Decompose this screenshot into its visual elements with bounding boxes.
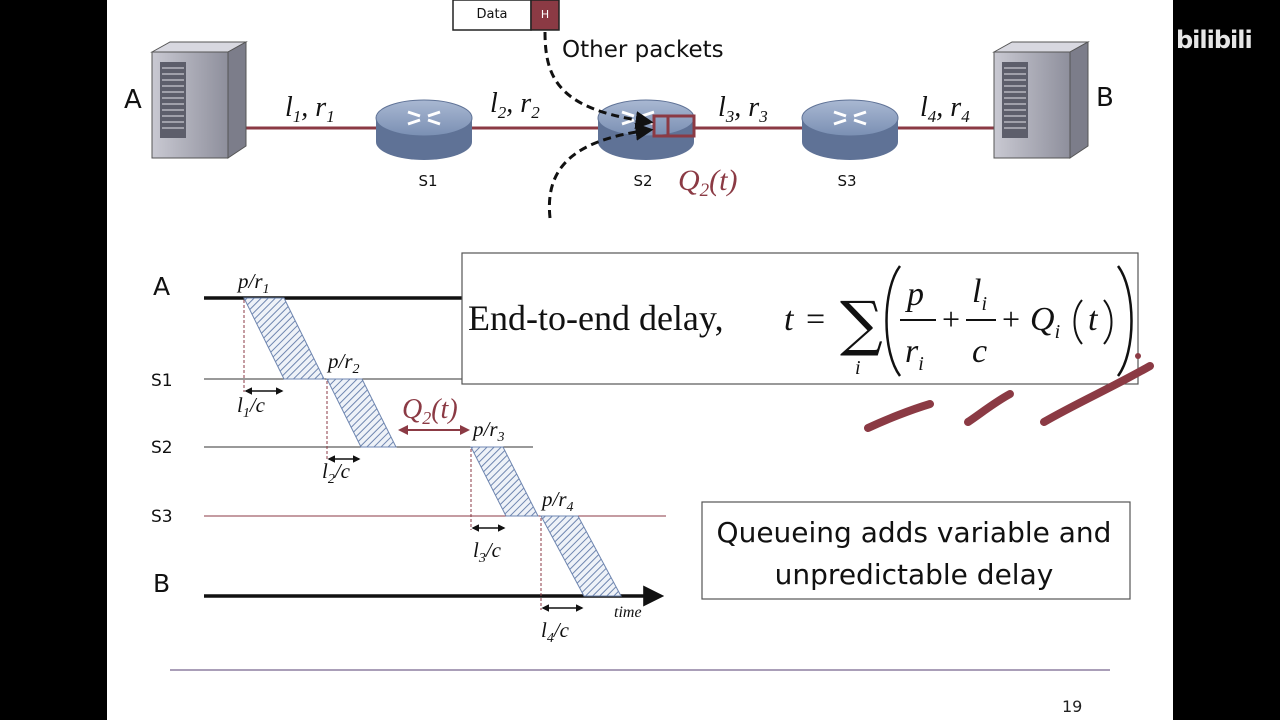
transmission-label-3: p/r3	[471, 417, 505, 445]
propagation-label-2: l2/c	[322, 459, 351, 487]
link-2-label: l2, r2	[490, 88, 540, 122]
queue-term: Qi	[1030, 301, 1060, 343]
formula-t: t	[784, 301, 795, 338]
propagation-label-4: l4/c	[541, 618, 570, 646]
server-a-icon	[150, 41, 248, 159]
transmission-block-2	[326, 378, 397, 448]
frac2-den: c	[972, 333, 987, 370]
switch-s1-label: S1	[418, 172, 437, 190]
slide-canvas: Data H Other packets A B S1 S2 S3 l1, r1…	[124, 0, 1154, 671]
packet-data-label: Data	[476, 7, 507, 22]
router-s3-icon	[801, 99, 899, 160]
queue-label: Q2(t)	[678, 164, 738, 201]
inner-left-paren	[1073, 299, 1083, 345]
formula-box: End-to-end delay, t = ∑ i p ri + li c + …	[461, 252, 1139, 385]
callout-line-2: unpredictable delay	[775, 558, 1054, 591]
plus-1: +	[942, 301, 960, 337]
transmission-label-2: p/r2	[326, 349, 360, 377]
transmission-block-1	[243, 297, 325, 380]
queue-arg: t	[1088, 301, 1099, 338]
link-1-label: l1, r1	[285, 92, 335, 126]
host-b-label: B	[1096, 83, 1114, 113]
transmission-block-3	[470, 446, 539, 517]
row-label-b: B	[153, 569, 170, 598]
watermark-logo: bilibili	[1176, 26, 1253, 54]
row-label-s3: S3	[151, 507, 173, 527]
link-4-label: l4, r4	[920, 92, 970, 126]
row-label-s2: S2	[151, 438, 173, 458]
right-paren	[1116, 265, 1133, 377]
host-a-label: A	[124, 85, 142, 115]
frac1-den: ri	[905, 333, 924, 375]
callout-line-1: Queueing adds variable and	[717, 516, 1112, 549]
frac2-num: li	[972, 273, 987, 315]
packet-header-label: H	[541, 8, 549, 21]
timing-diagram: A S1 S2 S3 B Q2(t) p/r1 p/r2 p/r3 p/r4 l…	[151, 269, 666, 646]
sum-symbol: ∑	[840, 289, 883, 359]
server-b-icon	[992, 41, 1090, 159]
transmission-block-4	[540, 515, 622, 597]
frac1-num: p	[905, 276, 924, 313]
packet-icon: Data H	[452, 0, 560, 31]
propagation-label-3: l3/c	[473, 538, 502, 566]
row-label-a: A	[153, 272, 170, 301]
plus-2: +	[1002, 301, 1020, 337]
callout-box: Queueing adds variable and unpredictable…	[701, 501, 1131, 600]
link-3-label: l3, r3	[718, 92, 768, 126]
queue-delay-label: Q2(t)	[402, 394, 458, 428]
transmission-label-4: p/r4	[540, 487, 574, 515]
switch-s2-label: S2	[633, 172, 652, 190]
router-s1-icon	[375, 99, 473, 160]
network-diagram: Data H Other packets A B S1 S2 S3 l1, r1…	[124, 0, 1114, 219]
other-packets-arrow-2	[547, 122, 654, 219]
transmission-label-1: p/r1	[236, 269, 270, 297]
sum-index: i	[855, 357, 861, 379]
switch-s3-label: S3	[837, 172, 856, 190]
formula-text: End-to-end delay,	[468, 298, 724, 338]
time-axis-label: time	[614, 604, 642, 621]
row-label-s1: S1	[151, 371, 173, 391]
inner-right-paren	[1103, 299, 1113, 345]
slide: Data H Other packets A B S1 S2 S3 l1, r1…	[107, 0, 1173, 720]
other-packets-arrow-1	[543, 31, 654, 130]
left-paren	[885, 265, 902, 377]
formula-equals: =	[806, 301, 825, 338]
propagation-label-1: l1/c	[237, 393, 266, 421]
other-packets-label: Other packets	[562, 37, 724, 63]
page-number: 19	[1062, 697, 1083, 716]
annotation-strokes	[864, 353, 1154, 432]
queue-buffer-icon	[652, 114, 696, 138]
